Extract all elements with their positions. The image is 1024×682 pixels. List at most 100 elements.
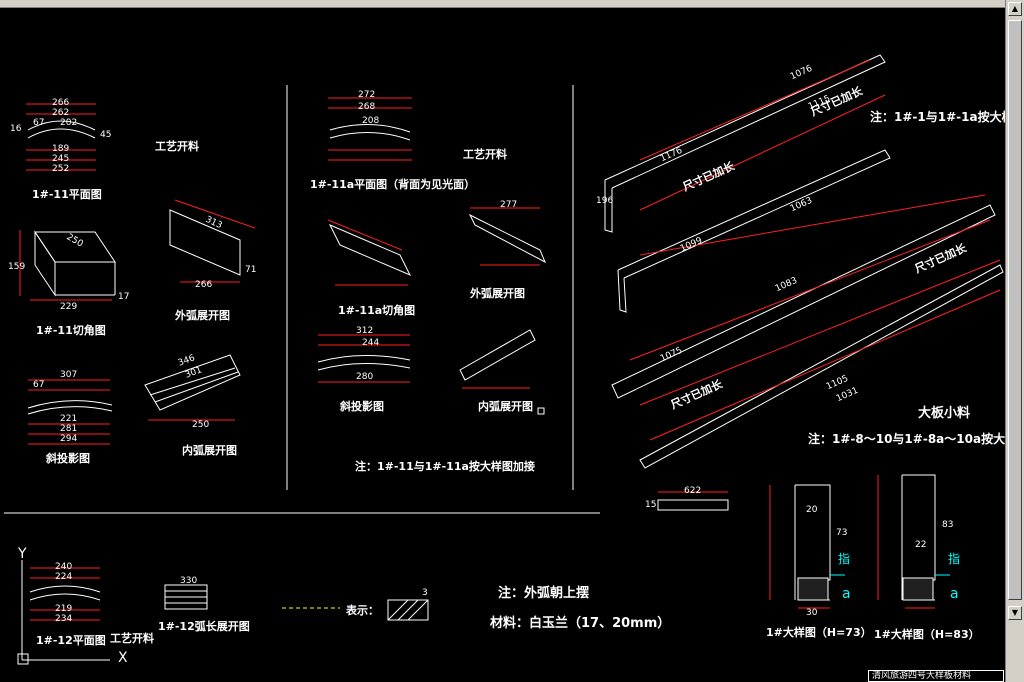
- dim-text: 294: [60, 434, 78, 444]
- label-note-mid: 注：1#-11与1#-11a按大样图加接: [355, 460, 535, 473]
- detail-h73: [769, 484, 845, 609]
- dim-text: 266: [195, 280, 213, 290]
- dim-text: 229: [60, 302, 78, 312]
- label-big-board: 大板小料: [918, 406, 971, 421]
- label-material: 材料：白玉兰（17、20mm）: [490, 616, 671, 631]
- dim-text: 71: [245, 265, 257, 275]
- arc-12-unfold: [164, 584, 208, 610]
- dim-text: 3: [422, 588, 428, 598]
- axis-x-label: X: [118, 650, 128, 666]
- label-plan-11: 1#-11平面图: [32, 188, 102, 201]
- scroll-thumb[interactable]: [1008, 20, 1022, 600]
- detail-h83: [877, 474, 950, 609]
- dim-text: 219: [55, 604, 73, 614]
- label-indicates: 表示：: [346, 604, 379, 617]
- dim-text: 252: [52, 164, 70, 174]
- dim-text: 30: [806, 608, 818, 618]
- window-top-border: [0, 0, 1024, 8]
- dim-text: 244: [362, 338, 380, 348]
- dim-text: 307: [60, 370, 78, 380]
- cut-11a-shape: [327, 219, 412, 286]
- status-box: 清风旅游四号大样板材料: [868, 670, 1004, 682]
- dim-text: 22: [915, 540, 927, 550]
- outer-arc-unfold-left: [169, 199, 256, 283]
- inner-arc-unfold-left: [144, 354, 241, 421]
- label-oblique-mid: 斜投影图: [340, 400, 384, 413]
- small-bar-622: [657, 491, 729, 511]
- label-inner-arc-left: 内弧展开图: [182, 444, 237, 457]
- long-bar-3: [611, 204, 1001, 406]
- label-craft-left: 工艺开料: [155, 140, 199, 153]
- long-bar-2: [617, 149, 986, 313]
- oblique-mid: [317, 334, 411, 383]
- dim-text: 268: [358, 102, 376, 112]
- dim-text: 83: [942, 520, 954, 530]
- oblique-left: [27, 379, 113, 445]
- label-oblique-left: 斜投影图: [46, 452, 90, 465]
- label-craft-mid: 工艺开料: [463, 148, 507, 161]
- label-note-right2: 注：1#-8～10与1#-8a～10a按大样图: [808, 432, 1024, 446]
- dim-text: 234: [55, 614, 73, 624]
- long-bar-4: [639, 264, 1004, 469]
- axis-y-label: Y: [18, 546, 27, 562]
- dim-text: 330: [180, 576, 198, 586]
- marker-a-2: a: [950, 586, 959, 602]
- dim-text: 250: [192, 420, 210, 430]
- label-cut-11: 1#-11切角图: [36, 324, 106, 337]
- dim-text: 272: [358, 90, 376, 100]
- dim-text: 20: [806, 505, 818, 515]
- dim-text: 281: [60, 424, 78, 434]
- dim-text: 245: [52, 154, 70, 164]
- dim-text: 224: [55, 572, 73, 582]
- dim-text: 280: [356, 372, 374, 382]
- dim-text: 196: [596, 196, 614, 206]
- dim-text: 202: [60, 118, 78, 128]
- dim-text: 262: [52, 108, 70, 118]
- dim-text: 73: [836, 528, 848, 538]
- label-outer-arc-mid: 外弧展开图: [470, 287, 525, 300]
- label-plan-11a: 1#-11a平面图（背面为见光面）: [310, 178, 476, 191]
- vertical-scrollbar[interactable]: ▲ ▼: [1005, 0, 1024, 682]
- label-craft-bottom: 工艺开料: [110, 632, 154, 645]
- legend-hatch: [387, 599, 429, 621]
- dim-text: 189: [52, 144, 70, 154]
- inner-arc-unfold-mid: [459, 329, 545, 415]
- dim-text: 208: [362, 116, 380, 126]
- plan-11-arc: [26, 103, 96, 171]
- ucs-axis-icon: [17, 560, 110, 665]
- dim-text: 16: [10, 124, 22, 134]
- label-inner-arc-mid: 内弧展开图: [478, 400, 533, 413]
- dim-text: 622: [684, 486, 702, 496]
- marker-a-1: a: [842, 586, 851, 602]
- label-arc-12: 1#-12弧长展开图: [158, 620, 250, 633]
- dim-text: 277: [500, 200, 518, 210]
- dim-text: 45: [100, 130, 112, 140]
- label-outer-arc-left: 外弧展开图: [175, 309, 230, 322]
- dim-text: 312: [356, 326, 374, 336]
- cut-11-shape: [19, 230, 116, 301]
- long-bar-1: [604, 54, 886, 233]
- label-note-right: 注：1#-1与1#-1a按大样: [870, 110, 1014, 124]
- plan-11a-arc: [328, 97, 412, 161]
- label-detail-h73: 1#大样图（H=73）: [766, 626, 872, 639]
- label-note-outer-arc: 注：外弧朝上摆: [498, 586, 590, 601]
- scroll-up-button[interactable]: ▲: [1008, 2, 1022, 16]
- plan-12-arc: [29, 567, 101, 621]
- dim-text: 15: [645, 500, 657, 510]
- label-plan-12: 1#-12平面图: [36, 634, 106, 647]
- dim-text: 240: [55, 562, 73, 572]
- dim-text: 67: [33, 118, 45, 128]
- dim-text: 266: [52, 98, 70, 108]
- dim-text: 221: [60, 414, 78, 424]
- scroll-down-button[interactable]: ▼: [1008, 606, 1022, 620]
- outer-arc-unfold-mid: [468, 207, 546, 266]
- label-detail-h83: 1#大样图（H=83）: [874, 628, 980, 641]
- dim-text: 67: [33, 380, 45, 390]
- label-cut-11a: 1#-11a切角图: [338, 304, 416, 317]
- marker-zhi-1: 指: [838, 552, 851, 566]
- dim-text: 159: [8, 262, 26, 272]
- marker-zhi-2: 指: [948, 552, 961, 566]
- dim-text: 17: [118, 292, 130, 302]
